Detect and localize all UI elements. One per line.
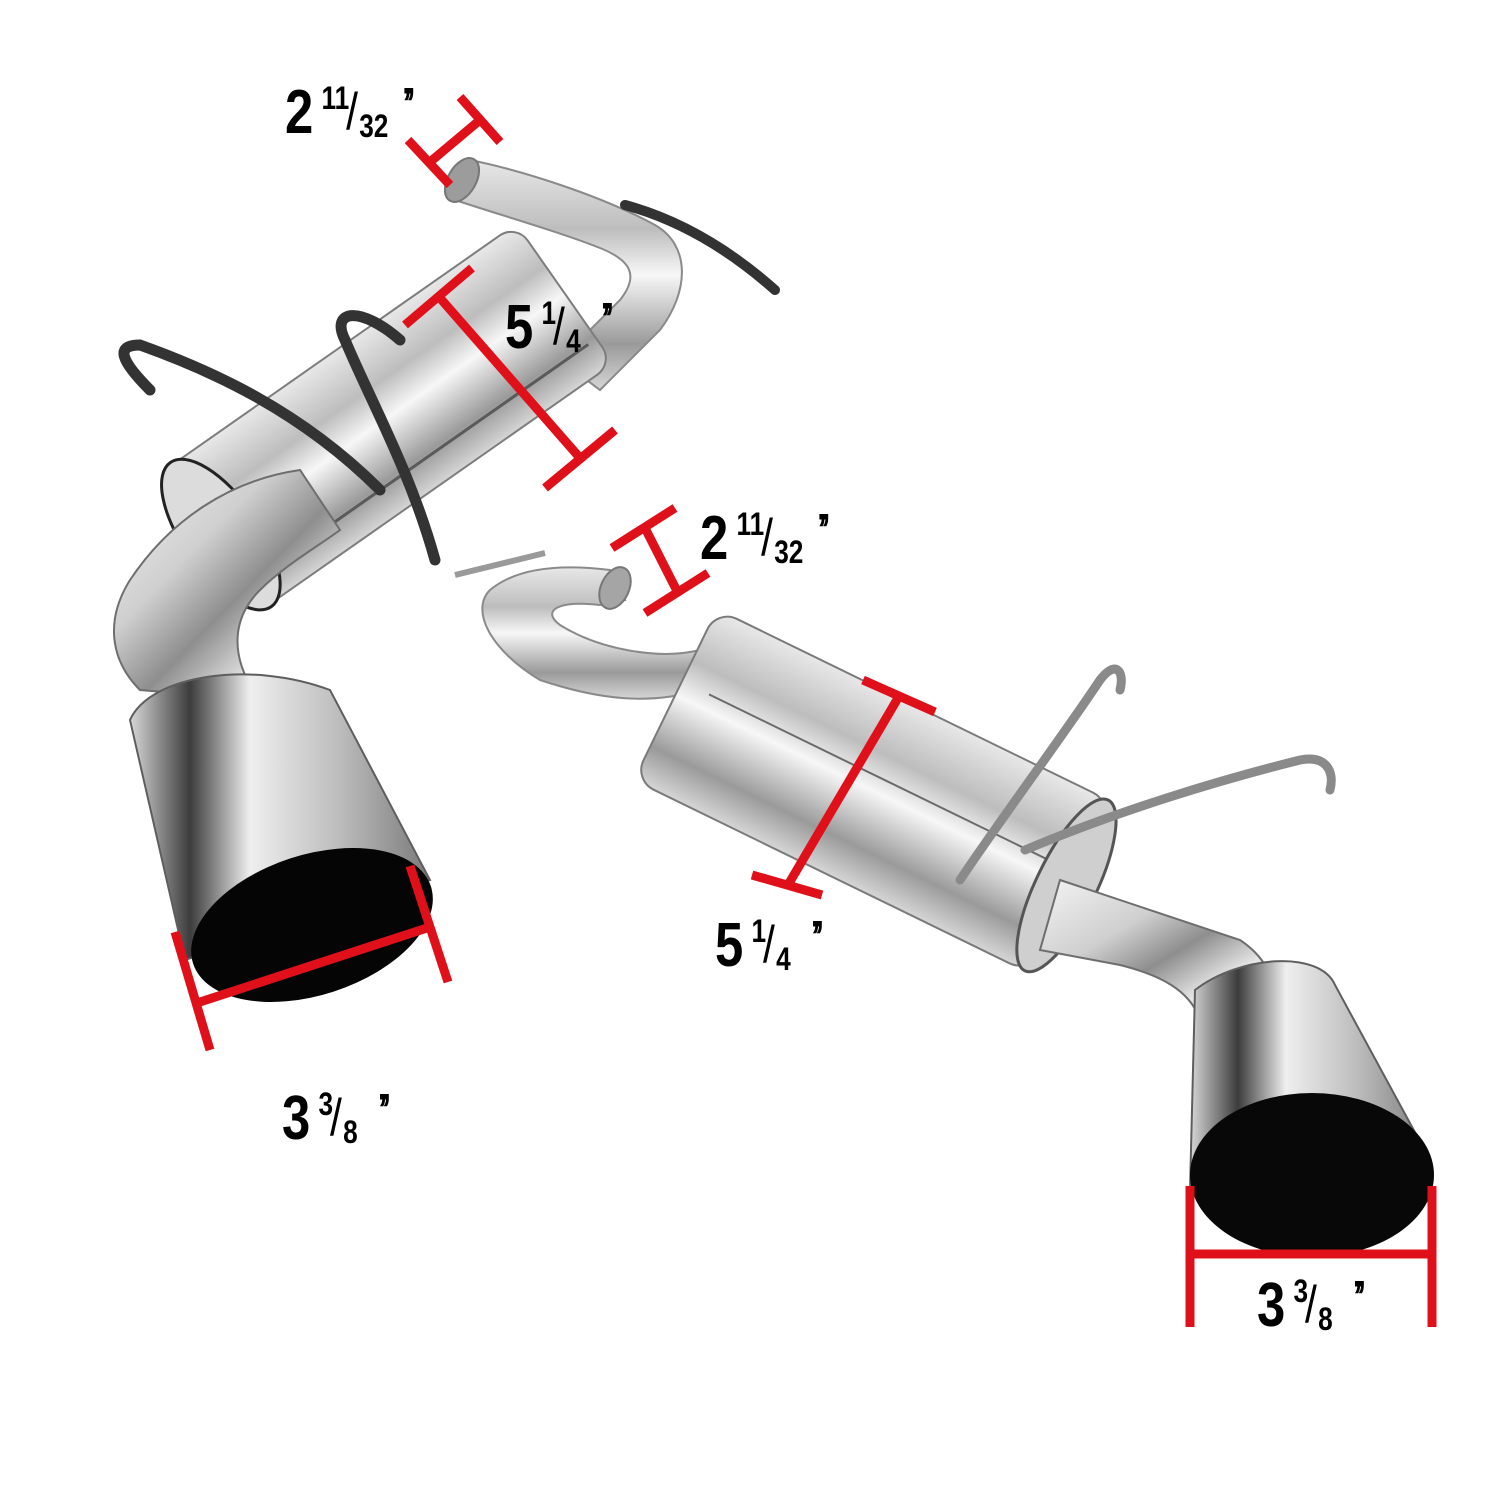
dim-line-right-muffler xyxy=(750,675,937,900)
dim-line-left-tip xyxy=(170,864,453,1052)
left-exhaust-assembly xyxy=(113,157,780,1002)
right-inlet-pipe xyxy=(481,566,701,700)
left-inlet-pipe xyxy=(453,158,683,392)
left-hanger-2 xyxy=(335,310,441,566)
dim-line-right-tip xyxy=(1185,1186,1437,1327)
left-hanger-1 xyxy=(118,339,386,496)
right-hanger-1 xyxy=(955,664,1126,885)
left-tip-opening xyxy=(191,848,433,1002)
right-exhaust-assembly xyxy=(481,566,1434,1257)
right-hanger-2 xyxy=(1020,754,1336,855)
dim-line-left-muffler xyxy=(402,264,618,492)
dim-line-left-inlet xyxy=(404,94,504,189)
dimension-lines xyxy=(170,94,1437,1327)
left-hanger-3 xyxy=(620,200,780,295)
right-tip-opening xyxy=(1190,1093,1434,1257)
left-outlet-pipe xyxy=(113,468,342,702)
dim-line-right-inlet xyxy=(609,504,711,617)
